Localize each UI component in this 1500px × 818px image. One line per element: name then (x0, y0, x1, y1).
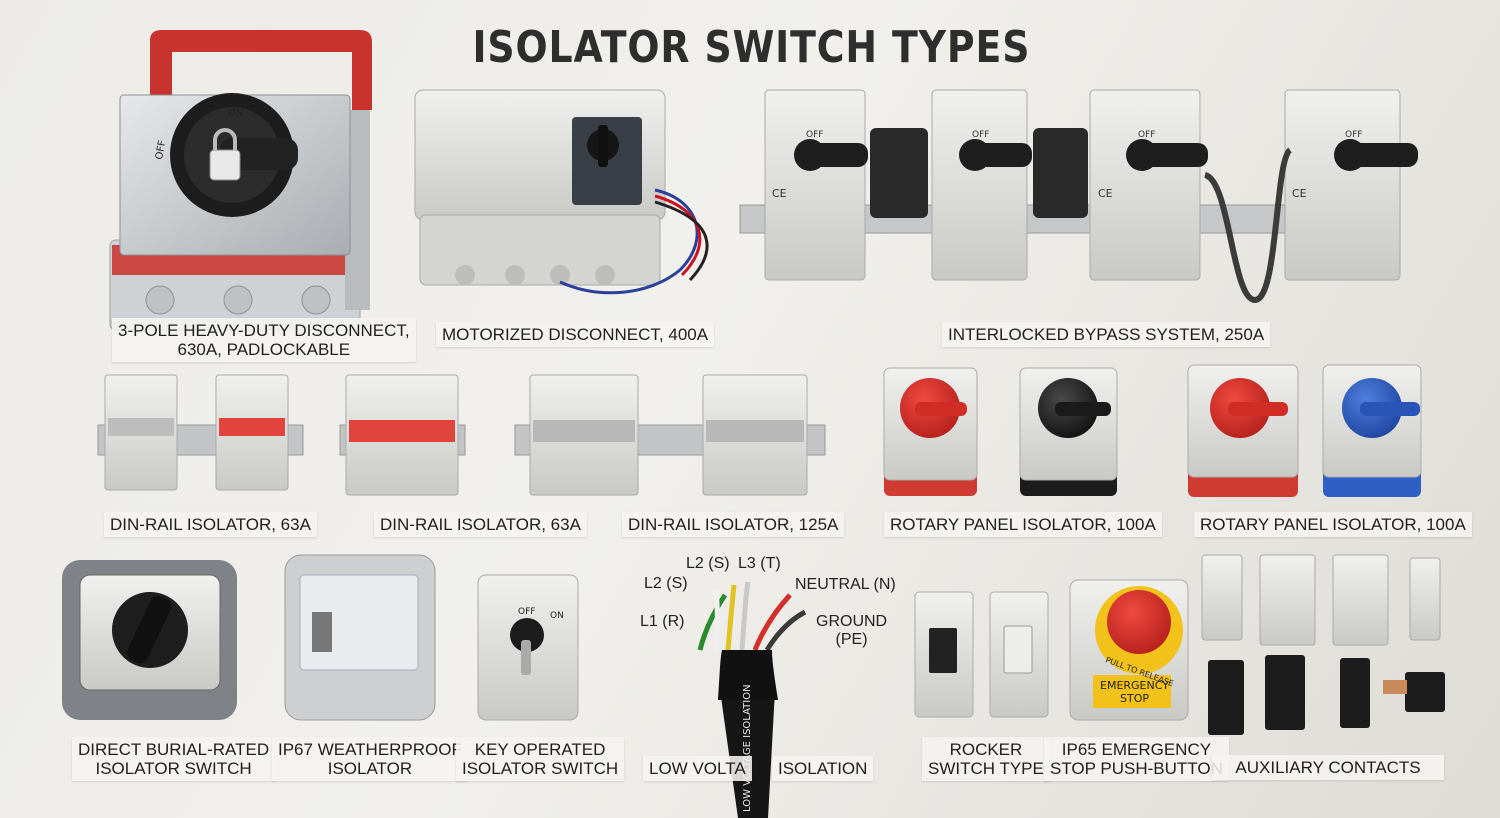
off-marking-bypass-2: OFF (972, 130, 989, 140)
ce-mark-2: CE (1098, 187, 1113, 200)
caption-din-63a-2: DIN-RAIL ISOLATOR, 63A (374, 512, 587, 537)
off-marking-bypass-4: OFF (1345, 130, 1362, 140)
ip67-weatherproof-isolator (284, 554, 436, 721)
key-operated-isolator (477, 574, 579, 721)
rocker-switches (914, 591, 1049, 718)
direct-burial-isolator (62, 560, 237, 720)
caption-low-voltage-a: LOW VOLTA (643, 756, 752, 781)
caption-burial: DIRECT BURIAL-RATED ISOLATOR SWITCH (72, 737, 276, 781)
caption-key-line1: KEY OPERATED (474, 740, 606, 759)
caption-heavy-duty-line1: 3-POLE HEAVY-DUTY DISCONNECT, (118, 321, 410, 340)
caption-heavy-duty-line2: 630A, PADLOCKABLE (177, 340, 351, 359)
caption-rotary-2: ROTARY PANEL ISOLATOR, 100A (1194, 512, 1472, 537)
interlocked-bypass-system (739, 89, 1418, 304)
heavy-duty-disconnect (109, 30, 372, 331)
wire-label-ground-line1: GROUND (816, 613, 888, 630)
motorized-disconnect (414, 89, 709, 295)
caption-key-line2: ISOLATOR SWITCH (462, 759, 619, 778)
caption-rocker: ROCKER SWITCH TYPE (922, 737, 1050, 781)
ce-mark-1: CE (772, 187, 787, 200)
caption-motorized: MOTORIZED DISCONNECT, 400A (436, 322, 715, 347)
wire-label-l1: L1 (R) (640, 613, 685, 630)
caption-heavy-duty: 3-POLE HEAVY-DUTY DISCONNECT, 630A, PADL… (112, 318, 416, 362)
caption-rotary-1: ROTARY PANEL ISOLATOR, 100A (884, 512, 1162, 537)
caption-ip67-line2: ISOLATOR (327, 759, 413, 778)
caption-din-125a: DIN-RAIL ISOLATOR, 125A (622, 512, 845, 537)
caption-rocker-line1: ROCKER (949, 740, 1023, 759)
caption-key: KEY OPERATED ISOLATOR SWITCH (456, 737, 625, 781)
on-marking: ON (228, 108, 243, 119)
emergency-stop (1069, 579, 1189, 721)
off-marking: OFF (154, 139, 168, 160)
caption-din-63a-1: DIN-RAIL ISOLATOR, 63A (104, 512, 317, 537)
rotary-panel-isolators (883, 364, 1422, 497)
off-marking-key: OFF (518, 607, 535, 617)
wire-label-l3: L3 (T) (738, 555, 781, 572)
on-marking-key: ON (550, 611, 564, 621)
stop-text: STOP (1120, 692, 1149, 705)
off-marking-bypass-1: OFF (806, 130, 823, 140)
auxiliary-contacts (1201, 554, 1445, 735)
caption-low-voltage-b: ISOLATION (772, 756, 874, 781)
low-voltage-cable (697, 581, 807, 818)
caption-estop: IP65 EMERGENCY STOP PUSH-BUTTON (1044, 737, 1229, 781)
caption-burial-line1: DIRECT BURIAL-RATED (78, 740, 270, 759)
caption-estop-line2: STOP PUSH-BUTTON (1050, 759, 1223, 778)
din-rail-isolators (97, 374, 826, 496)
page-title: ISOLATOR SWITCH TYPES (472, 22, 1031, 73)
wire-label-l2-top: L2 (S) (686, 555, 730, 572)
caption-estop-line1: IP65 EMERGENCY (1061, 740, 1212, 759)
caption-auxiliary: AUXILIARY CONTACTS (1212, 755, 1444, 780)
wire-label-neutral: NEUTRAL (N) (795, 576, 896, 593)
wire-label-ground: GROUND (PE) (816, 613, 887, 649)
ce-mark-3: CE (1292, 187, 1307, 200)
off-marking-bypass-3: OFF (1138, 130, 1155, 140)
caption-interlocked: INTERLOCKED BYPASS SYSTEM, 250A (942, 322, 1271, 347)
emergency-text: EMERGENCY (1100, 679, 1169, 692)
wire-label-ground-line2: (PE) (835, 631, 868, 648)
cable-print: LOW VOLTAGE ISOLATION (742, 684, 753, 812)
caption-burial-line2: ISOLATOR SWITCH (95, 759, 252, 778)
caption-rocker-line2: SWITCH TYPE (928, 759, 1044, 778)
wire-label-l2: L2 (S) (644, 575, 688, 592)
caption-ip67-line1: IP67 WEATHERPROOF (278, 740, 462, 759)
caption-ip67: IP67 WEATHERPROOF ISOLATOR (272, 737, 468, 781)
